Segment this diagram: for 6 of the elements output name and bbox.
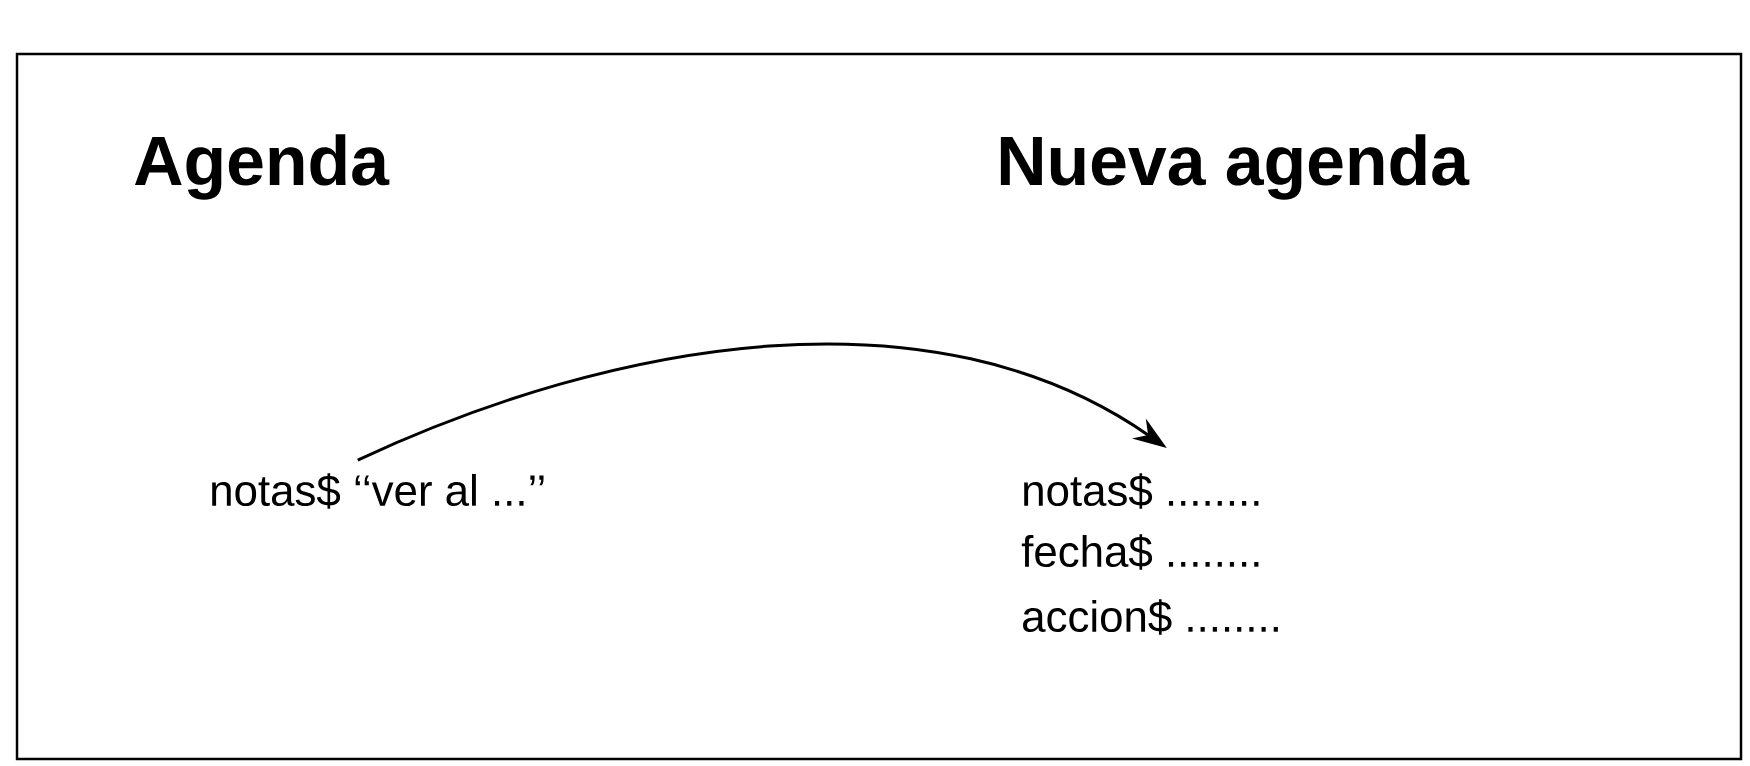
heading: Nueva agenda	[1000, 134, 1470, 200]
code-text: notas$ ‘‘ver al ...’’	[212, 473, 544, 509]
code-text: notas$ ........	[1024, 473, 1259, 509]
code-text: accion$ ........	[1023, 599, 1278, 635]
code-text: fecha$ ........	[1021, 534, 1259, 570]
heading: Agenda	[134, 134, 390, 200]
